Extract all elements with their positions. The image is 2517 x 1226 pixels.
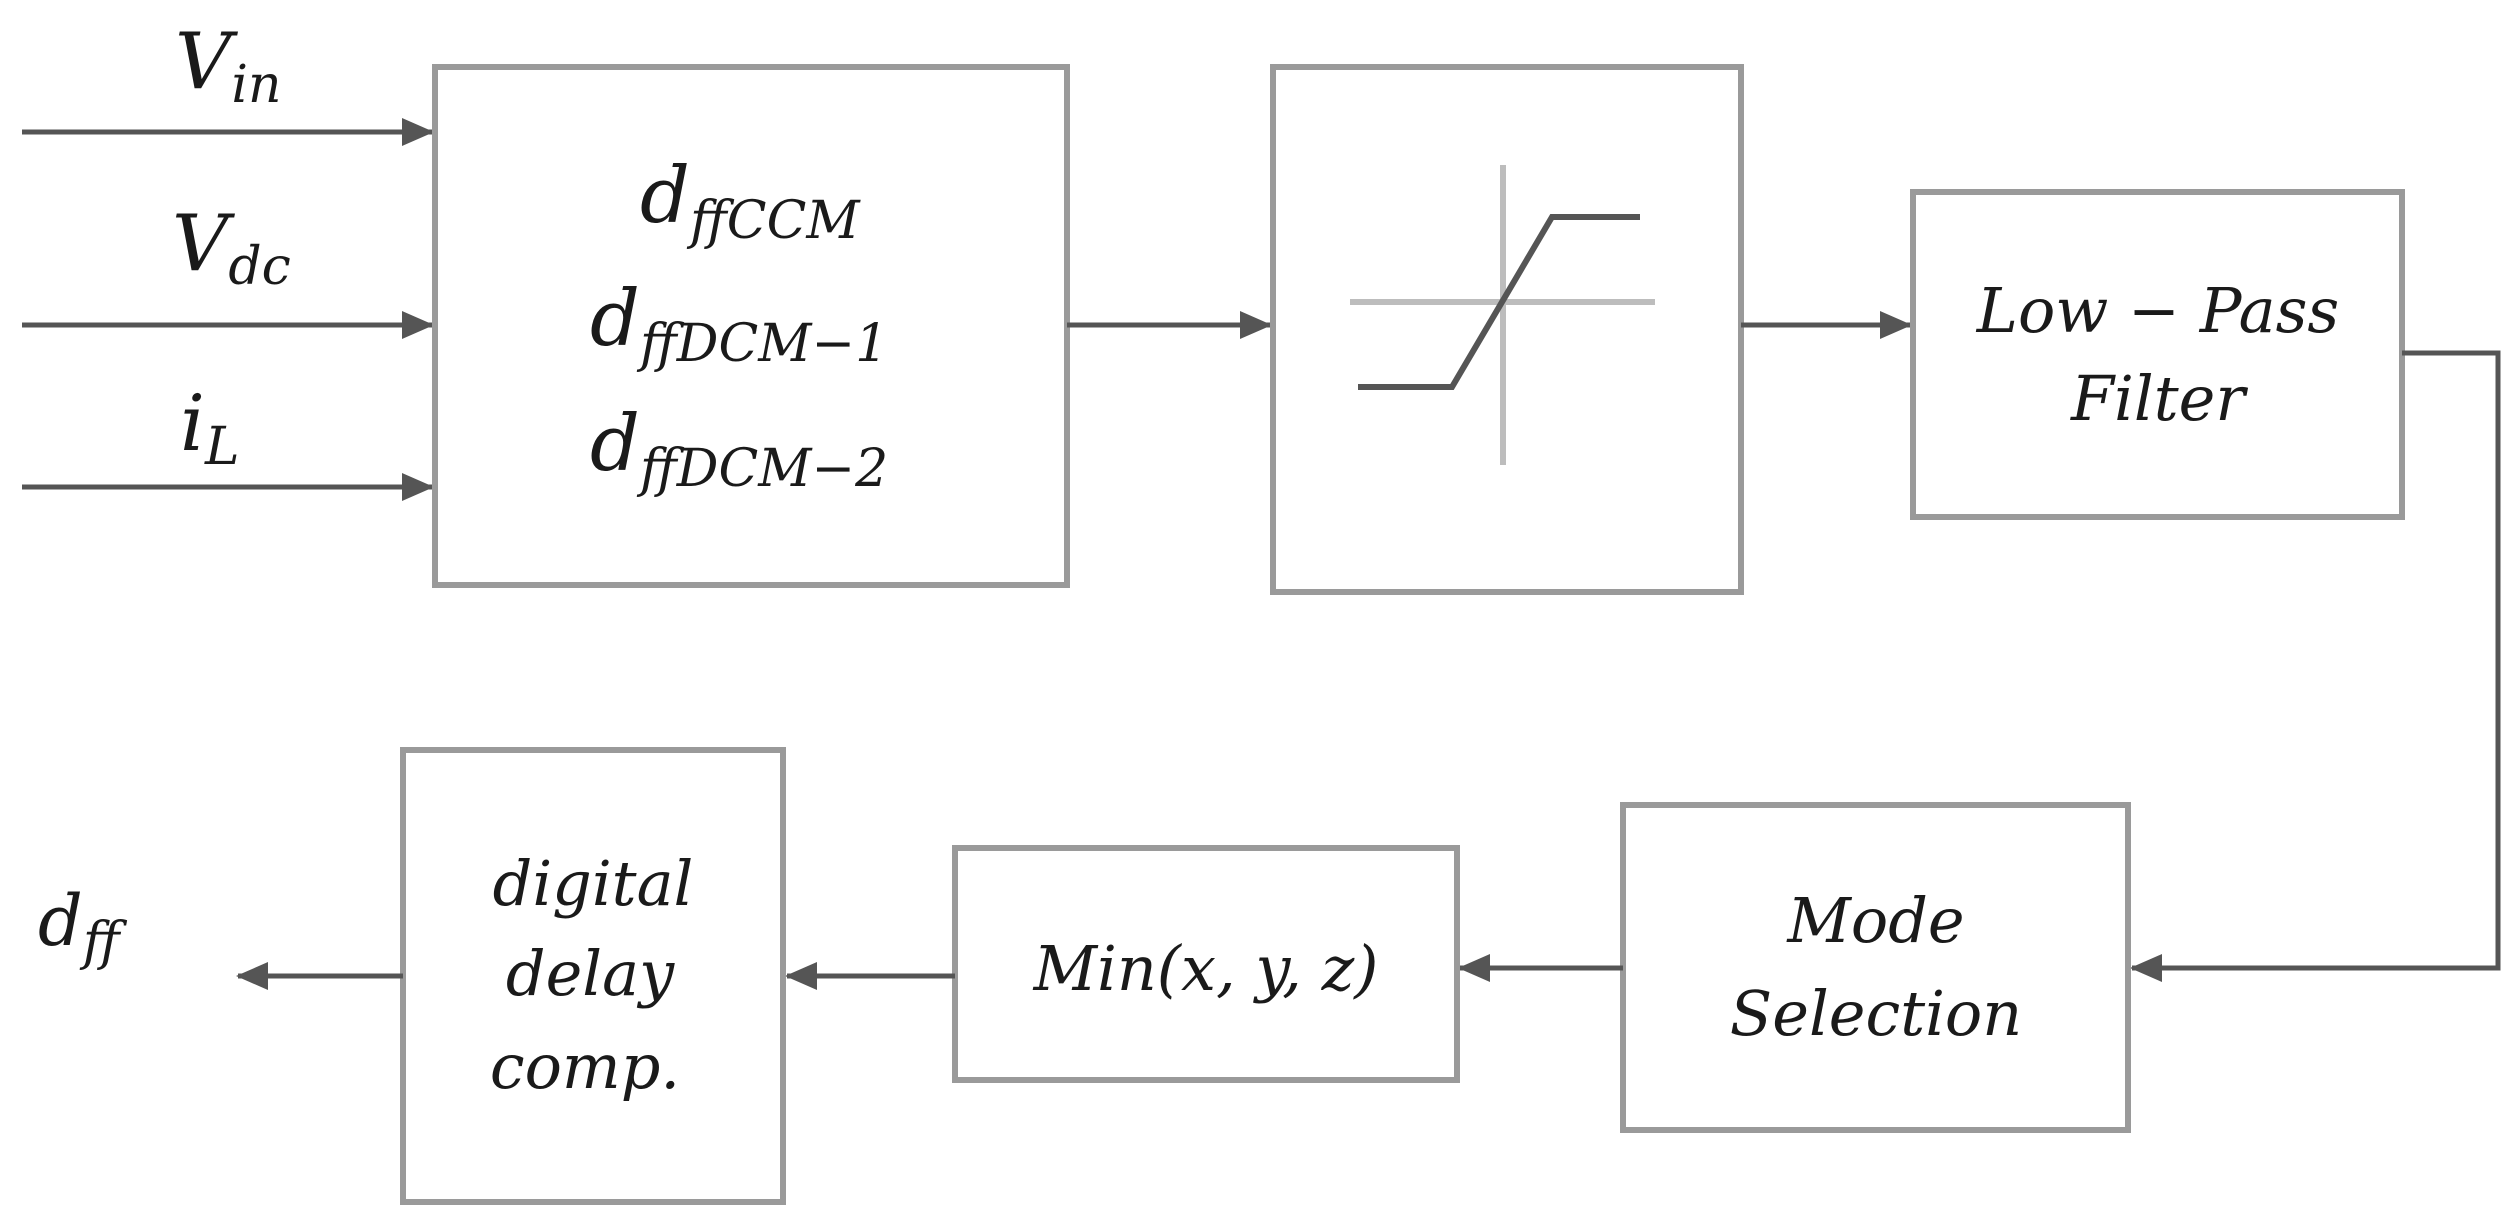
ff-dcm2-label: dffDCM−2 (590, 399, 888, 499)
lowpass-to-mode-wire (2130, 350, 2501, 982)
delay-line2: delay (506, 937, 675, 1010)
lowpass-line1: Low − Pass (1976, 274, 2339, 347)
lowpass-filter-block (1910, 189, 2405, 520)
ff-dcm1-label: dffDCM−1 (590, 274, 888, 374)
ff-ccm-label: dffCCM (640, 151, 861, 251)
output-dff-label: dff (38, 880, 128, 972)
input-vdc-label: Vdc (172, 199, 291, 297)
mode-line1: Mode (1786, 884, 1964, 957)
min-block (952, 845, 1460, 1083)
lowpass-line2: Filter (2070, 362, 2248, 435)
min-label: Min(x, y, z) (1033, 932, 1379, 1005)
saturation-block (1270, 64, 1744, 595)
input-vin-label: Vin (175, 17, 281, 115)
feedforward-duty-block (432, 64, 1070, 588)
mode-selection-block (1620, 802, 2131, 1133)
mode-line2: Selection (1730, 977, 2022, 1050)
saturation-curve (1358, 214, 1640, 390)
input-il-label: iL (180, 379, 239, 477)
delay-line3: comp. (490, 1030, 680, 1103)
delay-line1: digital (493, 847, 694, 920)
